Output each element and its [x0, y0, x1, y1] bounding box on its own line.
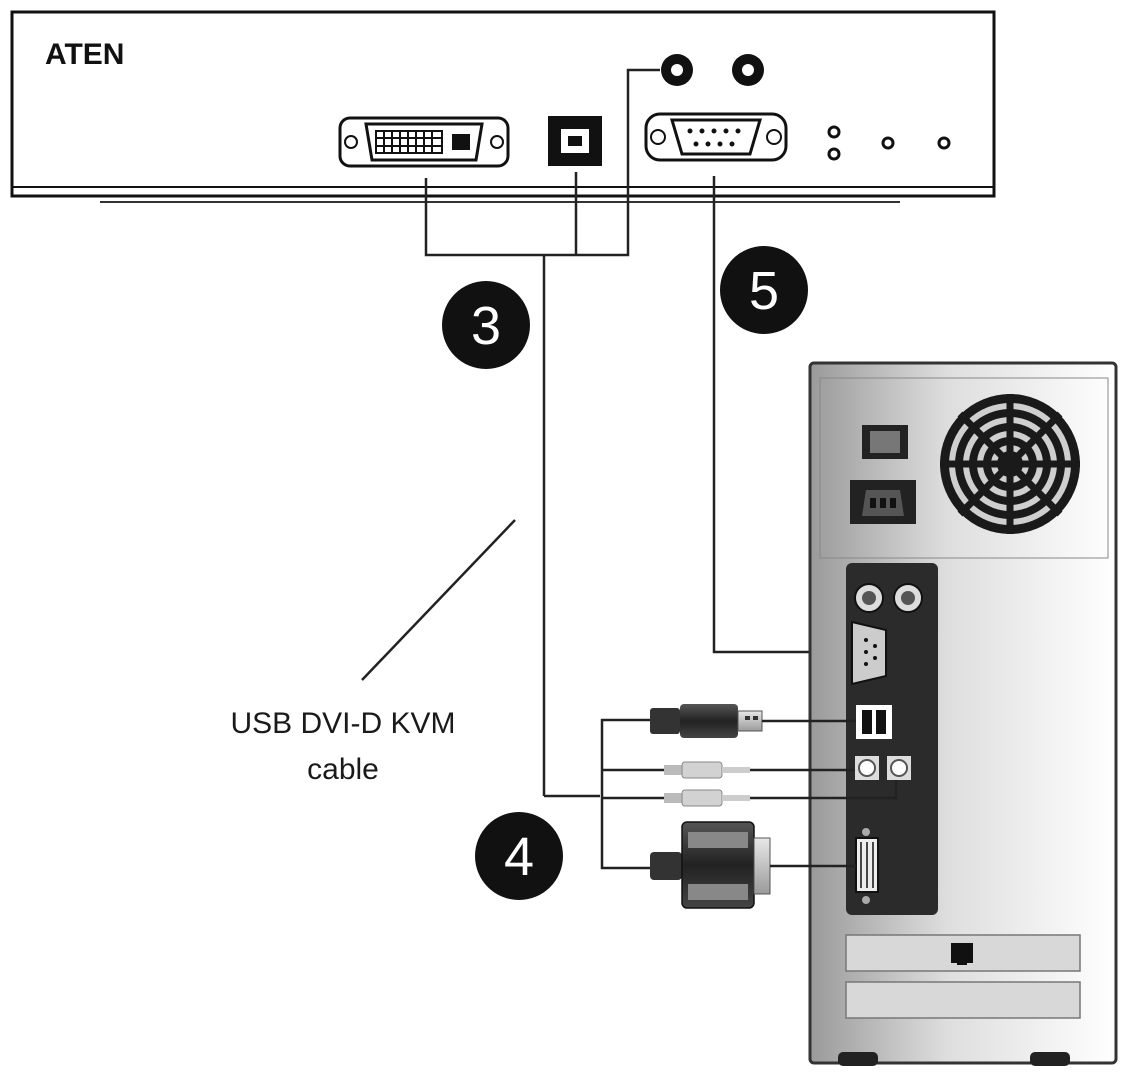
- audio-plug-icon: [664, 789, 750, 807]
- audio-jack-icon: [887, 756, 911, 780]
- cable-label: USB DVI-D KVM cable: [230, 707, 455, 786]
- audio-jack-icon: [855, 756, 879, 780]
- serial-port-icon: [644, 112, 788, 162]
- callout-3-number: 3: [471, 296, 501, 356]
- kvm-device: ATEN: [10, 10, 996, 203]
- aten-logo: ATEN: [45, 38, 124, 71]
- connector-wires: [544, 718, 898, 870]
- ps2-port-icon: [854, 583, 884, 613]
- audio-plug-icon: [664, 761, 750, 779]
- cable-label-line2: cable: [307, 753, 379, 786]
- ethernet-port-icon: [951, 943, 973, 965]
- dvi-port-icon: [855, 828, 879, 904]
- callout-3: 3: [442, 281, 530, 369]
- callout-5: 5: [720, 246, 808, 334]
- callout-4: 4: [475, 812, 563, 900]
- usb-b-port-icon: [548, 116, 602, 166]
- brand-logo: ATEN: [45, 38, 124, 71]
- fan-grille-icon: [940, 394, 1080, 534]
- usb-plug-icon: [650, 704, 763, 738]
- power-switch-icon: [862, 425, 908, 459]
- computer-tower: [808, 361, 1118, 1066]
- serial-port-icon: [851, 620, 887, 686]
- kvm-cable-connectors: [650, 704, 771, 909]
- led-indicator-icon: [827, 125, 951, 161]
- callout-4-number: 4: [504, 827, 534, 887]
- audio-jack-icon: [732, 54, 764, 86]
- cable-label-line1: USB DVI-D KVM: [230, 707, 455, 740]
- power-socket-icon: [850, 480, 916, 524]
- dvi-plug-icon: [650, 821, 771, 909]
- dvi-port-icon: [338, 116, 510, 168]
- cable-lines: [361, 68, 846, 796]
- audio-jack-icon: [661, 54, 693, 86]
- usb-a-port-icon: [856, 705, 892, 739]
- ps2-port-icon: [893, 583, 923, 613]
- callout-5-number: 5: [749, 261, 779, 321]
